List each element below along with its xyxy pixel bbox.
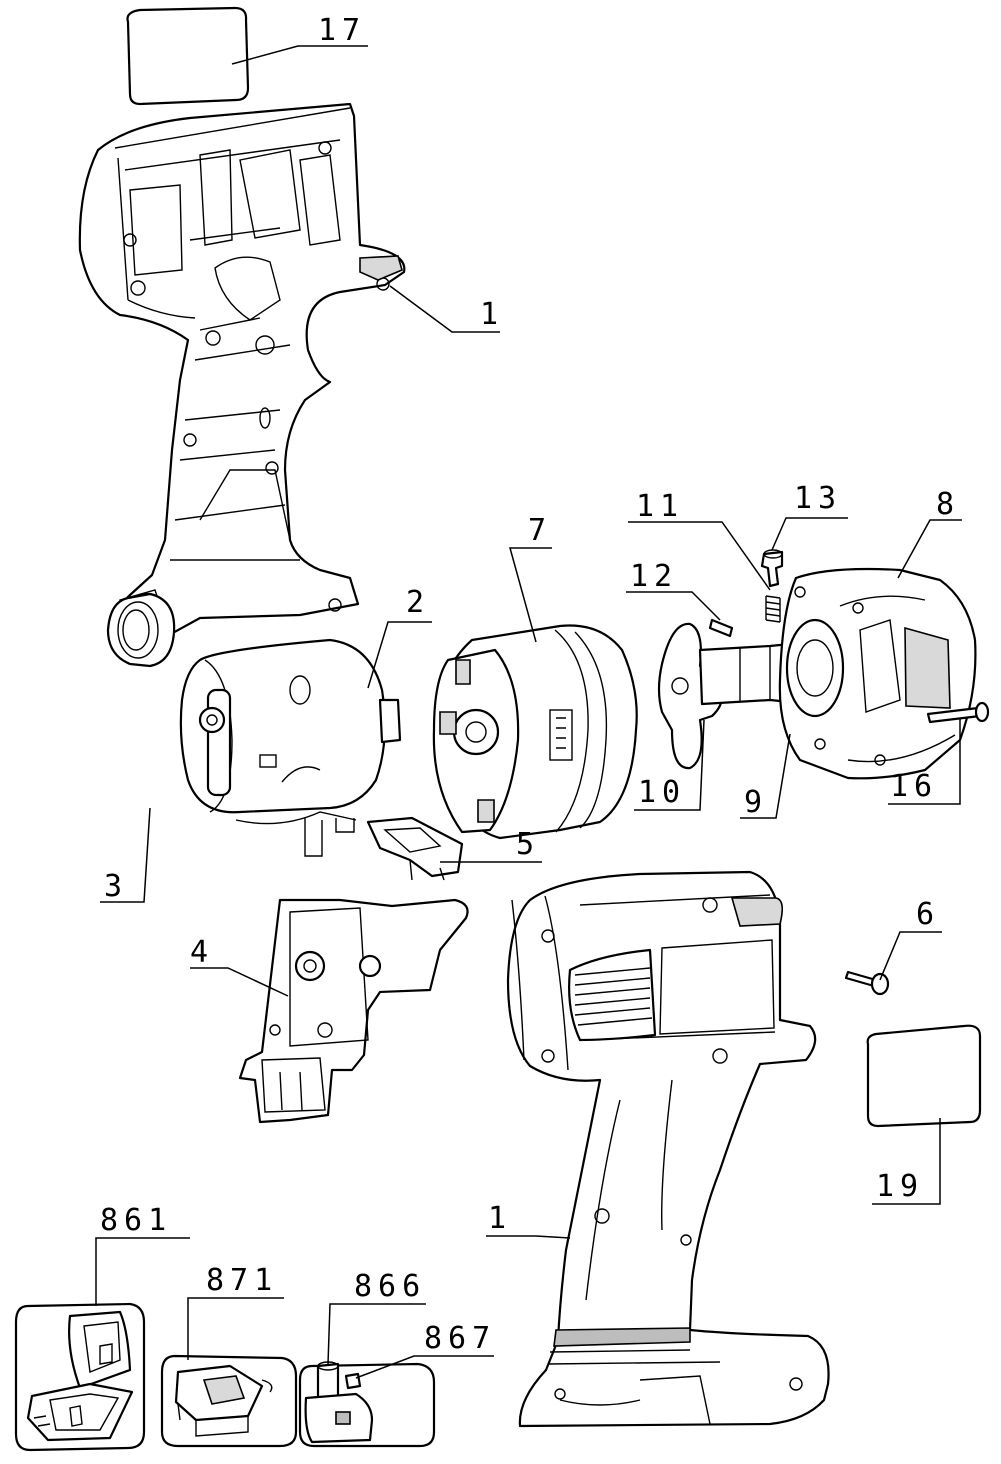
callout-16: 16 xyxy=(890,769,938,804)
callout-5: 5 xyxy=(516,827,540,862)
part-867-battery-cap xyxy=(344,1372,362,1390)
callout-11: 11 xyxy=(636,489,684,524)
part-6-screw xyxy=(844,970,890,996)
part-11-spring xyxy=(765,595,781,623)
part-16-screw xyxy=(926,701,990,724)
part-1-housing-left-half xyxy=(78,102,406,662)
part-13-bushing xyxy=(760,549,784,588)
callout-3: 3 xyxy=(104,869,128,904)
part-19-label xyxy=(866,1024,982,1128)
callout-861: 861 xyxy=(100,1203,172,1238)
callout-9: 9 xyxy=(744,785,768,820)
callout-4: 4 xyxy=(190,935,214,970)
part-17-label xyxy=(126,6,250,106)
callout-1-top: 1 xyxy=(480,297,504,332)
callout-1-bottom: 1 xyxy=(488,1201,512,1236)
callout-10: 10 xyxy=(638,775,686,810)
callout-6: 6 xyxy=(916,897,940,932)
part-5-actuator xyxy=(366,816,464,881)
part-7-gear-case xyxy=(432,624,638,840)
callout-13: 13 xyxy=(794,481,842,516)
leader-lines xyxy=(95,45,962,1379)
part-871-charger xyxy=(160,1354,298,1448)
callout-8: 8 xyxy=(936,487,960,522)
callout-12: 12 xyxy=(630,559,678,594)
part-2-motor xyxy=(179,638,402,857)
part-8-hammer-case xyxy=(778,567,977,780)
callout-867: 867 xyxy=(424,1321,496,1356)
part-4-switch xyxy=(238,898,469,1124)
callout-2: 2 xyxy=(406,585,430,620)
callout-866: 866 xyxy=(354,1269,426,1304)
part-12-pin xyxy=(708,618,734,638)
callout-17: 17 xyxy=(318,13,366,48)
callout-labels: 17 1 2 3 4 5 6 7 8 9 10 11 12 13 16 19 1… xyxy=(100,13,960,1356)
callout-19: 19 xyxy=(876,1169,924,1204)
part-3-bearing xyxy=(106,592,176,668)
part-1-housing-assembled xyxy=(506,870,830,1428)
part-861-kit-box xyxy=(14,1302,146,1452)
callout-871: 871 xyxy=(206,1263,278,1298)
part-866-battery xyxy=(298,1361,436,1448)
callout-7: 7 xyxy=(528,513,552,548)
